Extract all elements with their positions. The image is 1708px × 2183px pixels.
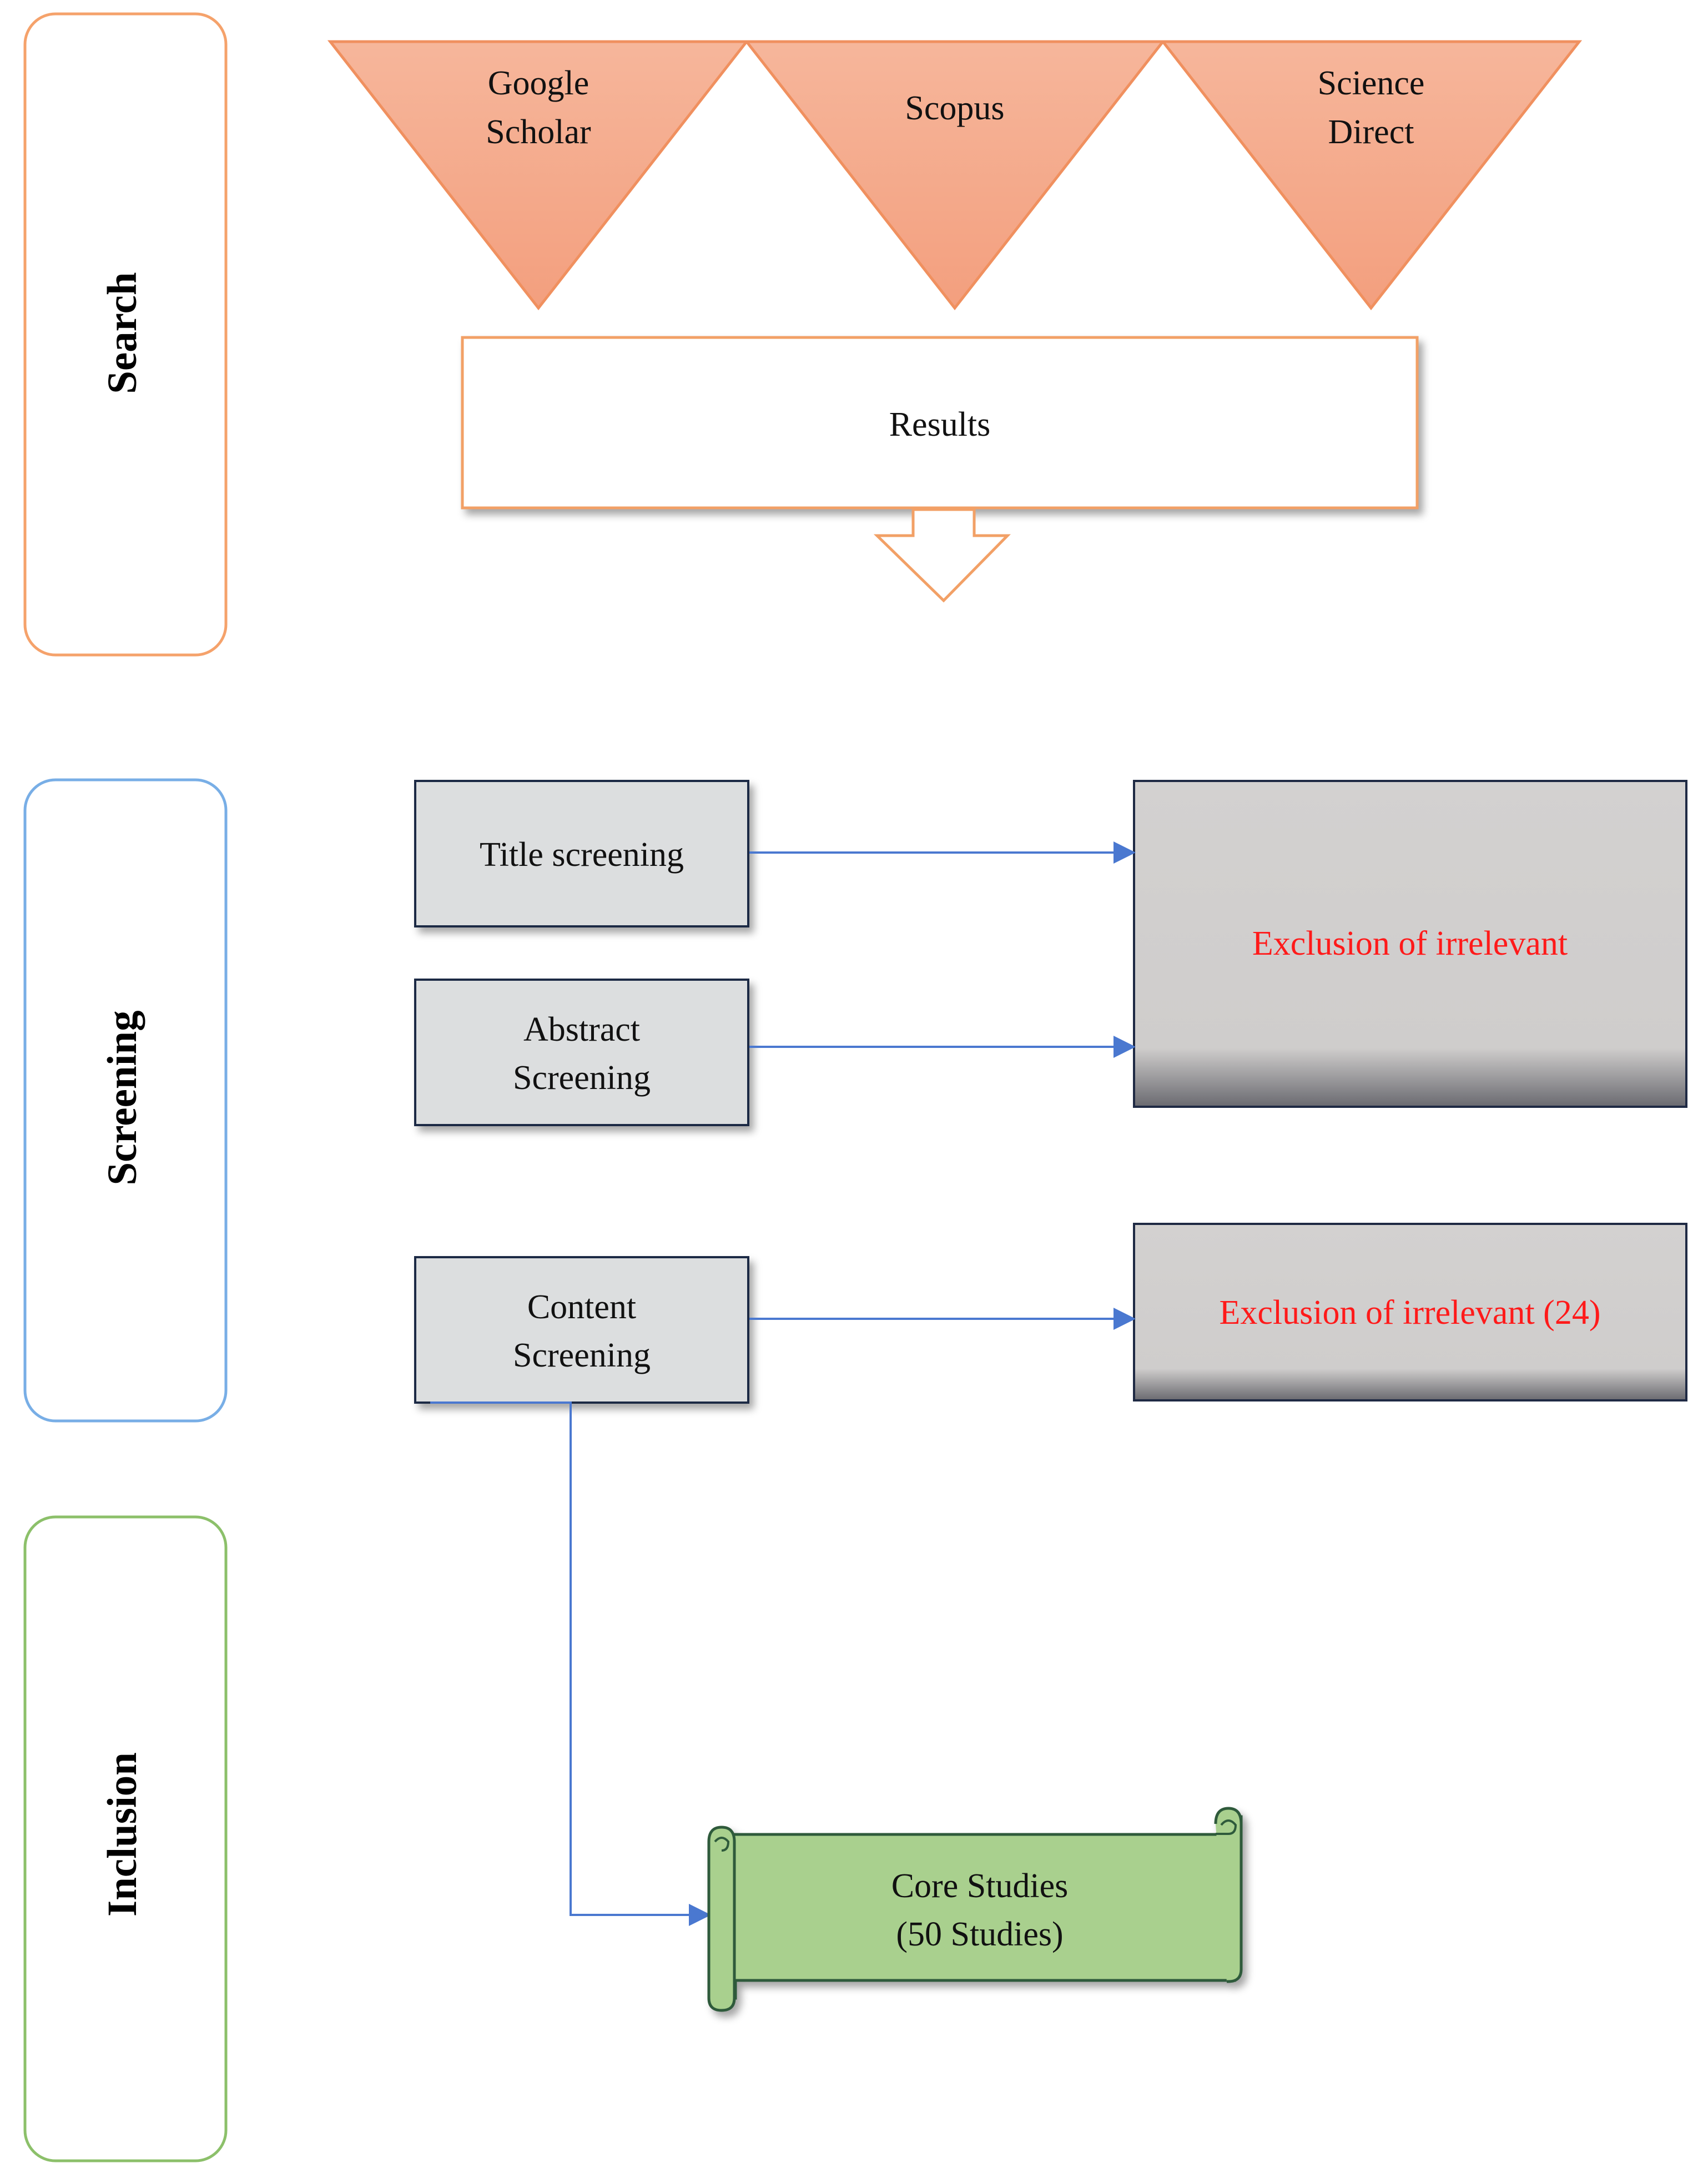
results-down-arrow [873, 508, 1011, 603]
source-google-scholar-line1: Google [488, 64, 590, 102]
screening-phase-label: Screening [99, 1010, 145, 1185]
source-google-scholar-line2: Scholar [486, 113, 591, 151]
content-screening-line1: Content [527, 1288, 636, 1326]
source-science-direct: Science Direct [1160, 40, 1583, 311]
content-screening-line2: Screening [513, 1337, 651, 1374]
source-science-direct-line2: Direct [1328, 113, 1414, 151]
inclusion-phase-label: Inclusion [99, 1752, 145, 1917]
search-phase-box [23, 12, 228, 657]
screening-phase-box [23, 778, 228, 1423]
source-science-direct-line1: Science [1318, 64, 1425, 102]
exclusion-box-1: Exclusion of irrelevant [1133, 780, 1687, 1108]
search-phase-label: Search [99, 272, 145, 394]
abstract-screening-box: Abstract Screening [414, 979, 749, 1126]
results-box [461, 336, 1419, 510]
core-studies-line2: (50 Studies) [896, 1915, 1063, 1953]
exclusion-label-1: Exclusion of irrelevant [1252, 925, 1568, 962]
source-scopus-line1: Scopus [905, 89, 1004, 127]
exclusion-label-2: Exclusion of irrelevant (24) [1220, 1294, 1601, 1332]
source-google-scholar: Google Scholar [327, 40, 750, 311]
title-screening-box: Title screening [414, 780, 749, 927]
core-studies-scroll [707, 1807, 1243, 2012]
abstract-screening-line1: Abstract [523, 1011, 640, 1048]
results-label: Results [889, 406, 991, 443]
exclusion-box-2: Exclusion of irrelevant (24) [1133, 1223, 1687, 1401]
source-scopus: Scopus [743, 40, 1166, 311]
inclusion-phase-box [23, 1515, 228, 2162]
core-studies-line1: Core Studies [891, 1867, 1069, 1905]
content-screening-box: Content Screening [414, 1256, 749, 1404]
abstract-screening-line2: Screening [513, 1059, 651, 1097]
content-to-core-connector [430, 1401, 711, 1926]
title-screening-label: Title screening [480, 836, 684, 874]
